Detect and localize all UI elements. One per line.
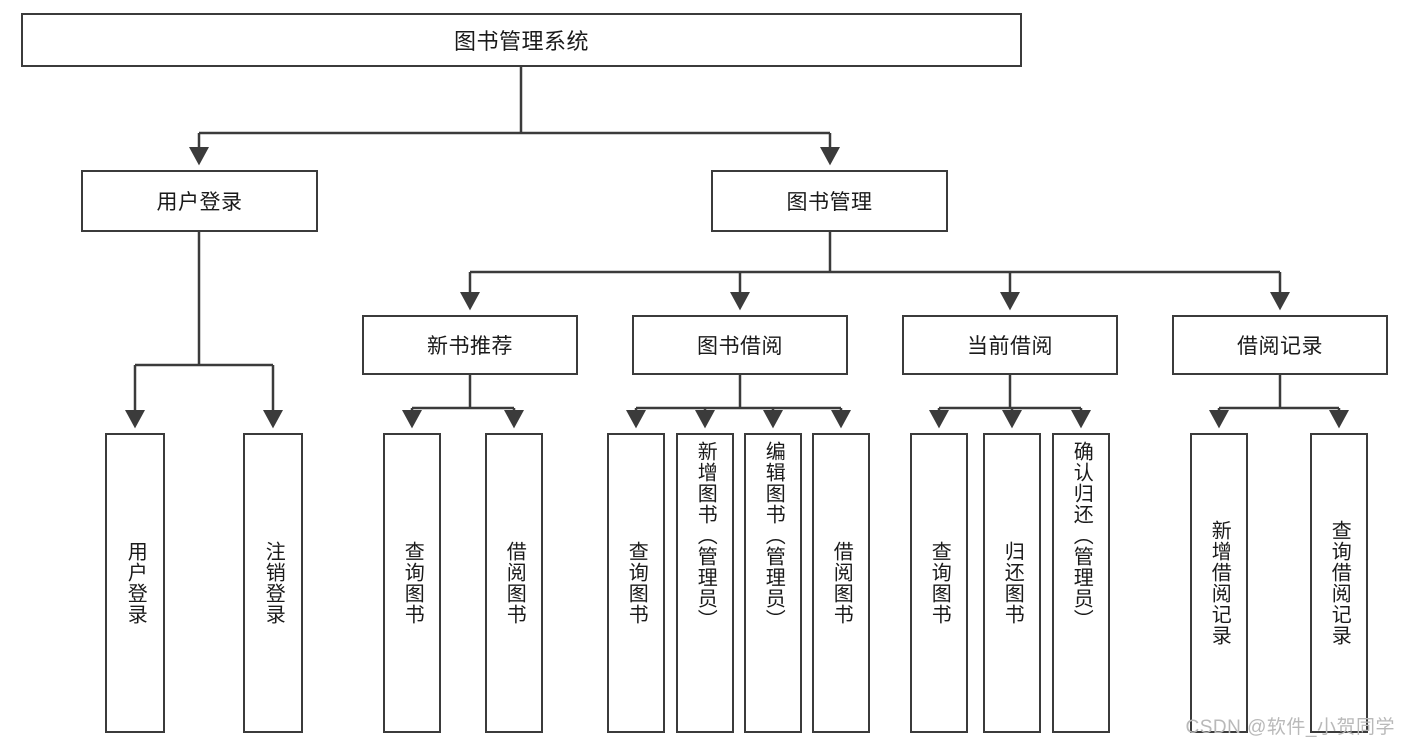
leaf-edit-book-admin-label: 编辑图书（管理员） — [762, 441, 785, 630]
leaf-edit-book-admin[interactable]: 编辑图书（管理员） — [744, 433, 802, 733]
node-current-borrow-label: 当前借阅 — [967, 335, 1053, 358]
leaf-user-login[interactable]: 用户登录 — [105, 433, 165, 733]
leaf-add-book-admin[interactable]: 新增图书（管理员） — [676, 433, 734, 733]
node-root-label: 图书管理系统 — [453, 29, 589, 54]
watermark: CSDN @软件_小贺同学 — [1185, 717, 1395, 738]
leaf-borrow-book[interactable]: 借阅图书 — [812, 433, 870, 733]
node-current-borrow[interactable]: 当前借阅 — [902, 315, 1118, 375]
leaf-query-book-borrow-label: 查询图书 — [625, 541, 648, 625]
leaf-query-book-recommend[interactable]: 查询图书 — [383, 433, 441, 733]
leaf-confirm-return-admin-label: 确认归还（管理员） — [1070, 441, 1093, 630]
node-user-login-label: 用户登录 — [156, 191, 243, 214]
leaf-return-book[interactable]: 归还图书 — [983, 433, 1041, 733]
leaf-borrow-book-recommend-label: 借阅图书 — [503, 541, 526, 625]
leaf-query-book-current[interactable]: 查询图书 — [910, 433, 968, 733]
leaf-add-book-admin-label: 新增图书（管理员） — [694, 441, 717, 630]
node-borrow-record[interactable]: 借阅记录 — [1172, 315, 1388, 375]
node-user-login[interactable]: 用户登录 — [81, 170, 318, 232]
leaf-query-book-current-label: 查询图书 — [928, 541, 951, 625]
leaf-user-login-label: 用户登录 — [124, 541, 147, 625]
leaf-logout-label: 注销登录 — [262, 541, 285, 625]
node-book-management-label: 图书管理 — [786, 191, 873, 214]
leaf-return-book-label: 归还图书 — [1001, 541, 1024, 625]
leaf-confirm-return-admin[interactable]: 确认归还（管理员） — [1052, 433, 1110, 733]
node-new-book-recommend-label: 新书推荐 — [427, 335, 513, 358]
node-borrow-record-label: 借阅记录 — [1237, 335, 1323, 358]
leaf-query-book-recommend-label: 查询图书 — [401, 541, 424, 625]
node-book-borrow-label: 图书借阅 — [697, 335, 783, 358]
leaf-query-borrow-record-label: 查询借阅记录 — [1328, 520, 1351, 646]
node-new-book-recommend[interactable]: 新书推荐 — [362, 315, 578, 375]
leaf-add-borrow-record[interactable]: 新增借阅记录 — [1190, 433, 1248, 733]
leaf-query-book-borrow[interactable]: 查询图书 — [607, 433, 665, 733]
leaf-query-borrow-record[interactable]: 查询借阅记录 — [1310, 433, 1368, 733]
leaf-logout[interactable]: 注销登录 — [243, 433, 303, 733]
leaf-add-borrow-record-label: 新增借阅记录 — [1208, 520, 1231, 646]
node-book-borrow[interactable]: 图书借阅 — [632, 315, 848, 375]
leaf-borrow-book-label: 借阅图书 — [830, 541, 853, 625]
leaf-borrow-book-recommend[interactable]: 借阅图书 — [485, 433, 543, 733]
node-root[interactable]: 图书管理系统 — [21, 13, 1022, 67]
node-book-management[interactable]: 图书管理 — [711, 170, 948, 232]
